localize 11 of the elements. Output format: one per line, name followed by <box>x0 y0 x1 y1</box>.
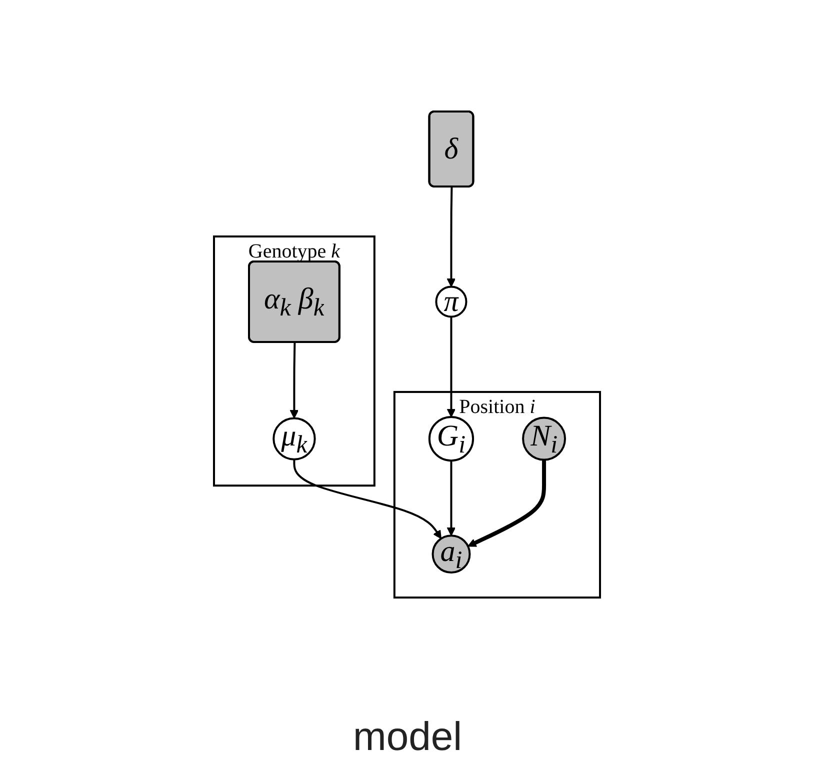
node-circle: a$_{i}$ <box>432 534 472 574</box>
node-circle: N$_{i}$ <box>522 416 566 461</box>
arrow <box>294 459 442 539</box>
arrow <box>290 342 300 419</box>
node-circle: G$_{i}$ <box>428 416 475 462</box>
caption: model <box>353 715 462 760</box>
arrow <box>447 186 456 288</box>
arrow <box>447 316 456 418</box>
arrow <box>468 460 547 547</box>
arrow <box>447 460 456 536</box>
node-circle: μ$_{k}$ <box>273 417 316 460</box>
